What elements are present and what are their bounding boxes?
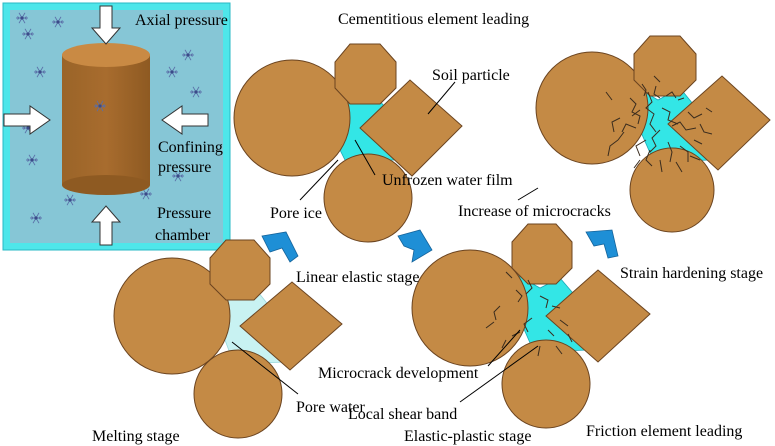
pressure-arrows bbox=[3, 5, 209, 246]
soil-particle-octagon-3 bbox=[209, 239, 271, 301]
leader-increase-microcracks bbox=[517, 187, 539, 201]
microcracks-dense bbox=[605, 75, 713, 173]
label-elastic-plastic-stage: Elastic-plastic stage bbox=[404, 428, 532, 445]
arrow-melting-to-linear bbox=[261, 231, 299, 263]
soil-particle-left-4 bbox=[411, 249, 529, 367]
soil-specimen-cylinder bbox=[62, 43, 150, 195]
arrow-elastic-to-strain bbox=[585, 229, 619, 259]
label-soil-particle: Soil particle bbox=[432, 67, 510, 84]
label-cementitious-leading: Cementitious element leading bbox=[338, 11, 529, 28]
arrow-linear-to-elastic bbox=[397, 229, 433, 263]
left-confining-arrow bbox=[3, 105, 51, 135]
bottom-arrow bbox=[90, 205, 122, 246]
soil-particle-bottom-4 bbox=[501, 339, 591, 429]
leader-unfrozen-film bbox=[354, 139, 376, 176]
soil-particle-octagon bbox=[334, 43, 397, 105]
soil-particle-diamond-3 bbox=[239, 281, 343, 371]
leader-pore-ice bbox=[299, 159, 339, 201]
label-unfrozen-water-film: Unfrozen water film bbox=[382, 172, 513, 189]
label-melting-stage: Melting stage bbox=[92, 428, 180, 445]
label-pressure-2: Pressure bbox=[157, 205, 211, 222]
leader-pore-water bbox=[231, 341, 299, 395]
soil-particle-bottom-2 bbox=[629, 147, 715, 233]
label-axial-pressure: Axial pressure bbox=[135, 12, 228, 29]
cluster-strain-hardening bbox=[535, 35, 771, 233]
soil-particle-diamond-2 bbox=[667, 75, 771, 171]
label-pore-water: Pore water bbox=[296, 399, 366, 416]
cluster-elastic-plastic: Microcrack development Local shear band … bbox=[318, 223, 742, 445]
label-pore-ice: Pore ice bbox=[270, 205, 322, 222]
label-pressure: pressure bbox=[158, 159, 211, 176]
leader-microcrack-development bbox=[487, 329, 521, 367]
label-local-shear-band: Local shear band bbox=[348, 406, 457, 423]
soil-particle-octagon-2 bbox=[633, 35, 697, 97]
soil-particle-left bbox=[233, 59, 351, 177]
label-chamber: chamber bbox=[155, 227, 211, 244]
soil-particle-left-3 bbox=[113, 257, 231, 375]
soil-particle-bottom-3 bbox=[193, 349, 283, 439]
label-microcrack-development: Microcrack development bbox=[318, 365, 479, 382]
label-increase-microcracks: Increase of microcracks bbox=[458, 203, 611, 220]
cluster-melting: Pore water Melting stage bbox=[92, 239, 366, 445]
label-confining: Confining bbox=[158, 139, 223, 156]
cluster-cementitious: Cementitious element leading Soil partic… bbox=[233, 11, 529, 243]
axial-arrow bbox=[90, 5, 122, 45]
soil-particle-bottom bbox=[323, 153, 413, 243]
stage-arrows bbox=[261, 229, 619, 263]
right-confining-arrow bbox=[161, 105, 209, 135]
soil-particle-diamond-4 bbox=[545, 269, 651, 363]
soil-particle-left-2 bbox=[535, 51, 649, 165]
label-friction-leading: Friction element leading bbox=[586, 423, 742, 440]
leader-soil-particle bbox=[427, 81, 456, 115]
soil-particle-octagon-4 bbox=[511, 223, 573, 285]
leader-local-shear-band bbox=[459, 345, 539, 403]
pressure-chamber: Axial pressure Confining pressure Pressu… bbox=[2, 2, 231, 251]
label-strain-hardening-stage: Strain hardening stage bbox=[620, 265, 763, 282]
label-linear-elastic-stage: Linear elastic stage bbox=[296, 269, 420, 286]
